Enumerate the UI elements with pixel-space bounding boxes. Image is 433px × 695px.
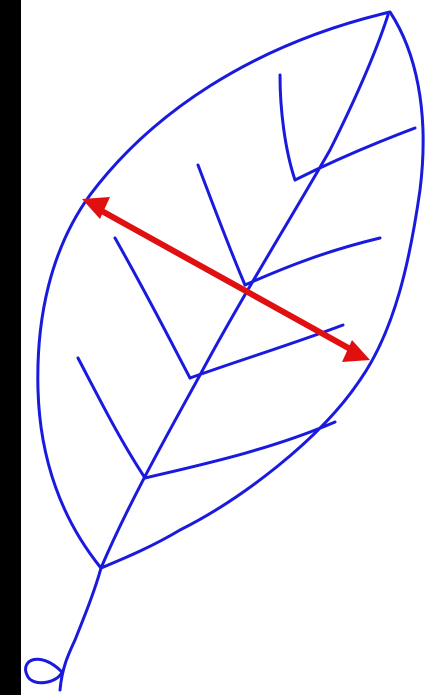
arrow-head-right [342,340,370,362]
vein-right-4 [295,128,415,180]
leaf-outline [38,12,423,568]
stem-curl [26,659,62,683]
vein-left-1 [78,358,145,478]
vein-left-4 [280,75,295,180]
vein-right-1 [145,422,335,478]
vein-left-2 [115,238,190,378]
leaf-stem [60,568,101,690]
